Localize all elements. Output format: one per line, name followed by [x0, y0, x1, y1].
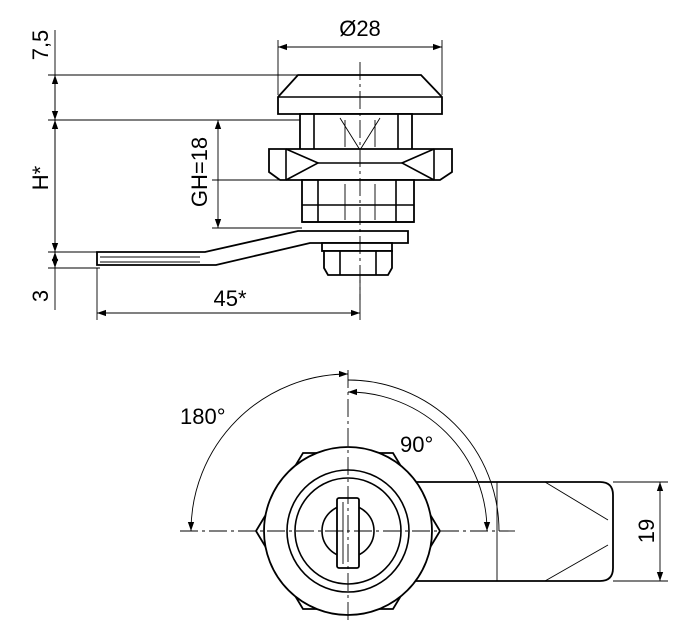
diameter-label: Ø28	[339, 16, 381, 41]
top-view: 180° 90° 19	[180, 370, 668, 620]
rotation-90-label: 90°	[400, 432, 433, 457]
cam-washer	[321, 242, 393, 252]
cam-length-label: 45*	[213, 286, 246, 311]
hex-nut	[268, 148, 453, 181]
height-label: H*	[28, 165, 53, 190]
cam-thickness-label: 3	[28, 290, 53, 302]
rotation-180-label: 180°	[180, 404, 226, 429]
lower-nut	[323, 250, 393, 276]
grip-height-label: GH=18	[187, 137, 212, 207]
top-height-label: 7,5	[28, 30, 53, 61]
cam-width-label: 19	[634, 519, 659, 543]
rotation-arc-90	[347, 388, 491, 532]
side-view: Ø28 7,5 H* 3 GH=18 45*	[28, 16, 453, 320]
rotation-arc-180	[187, 370, 349, 532]
cam-plate	[96, 230, 409, 266]
lock-body-upper	[299, 113, 413, 151]
